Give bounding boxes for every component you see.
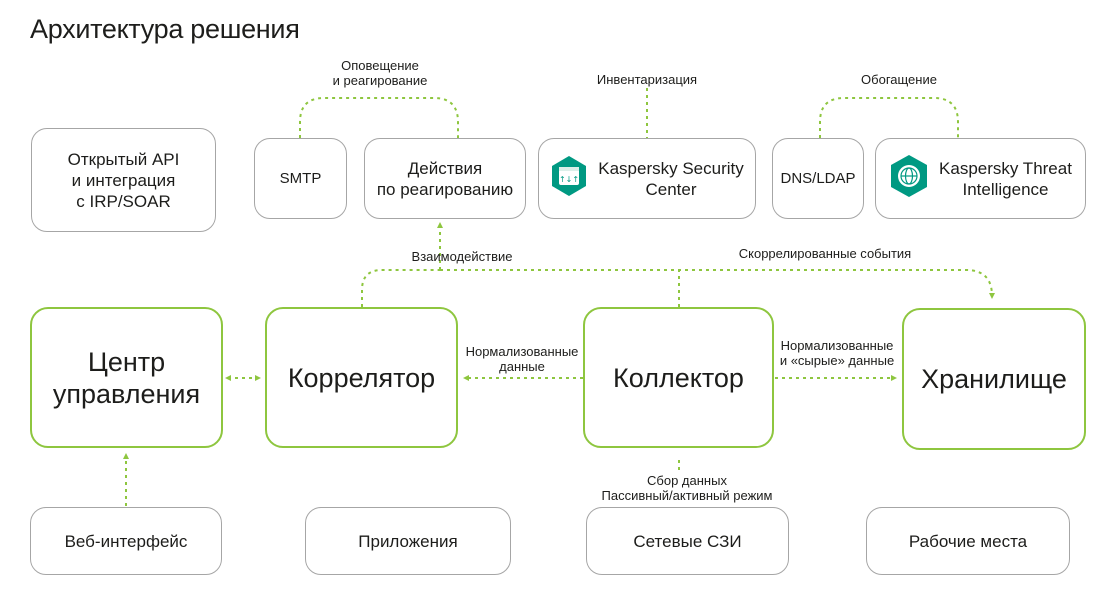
correlated-events-label: Скоррелированные события xyxy=(738,246,912,261)
data-collection-label: Сбор данных Пассивный/активный режим xyxy=(601,473,773,503)
inventory-label: Инвентаризация xyxy=(596,72,698,87)
web-interface-box: Веб-интерфейс xyxy=(30,507,222,575)
storage-box: Хранилище xyxy=(902,308,1086,450)
collector-box: Коллектор xyxy=(583,307,774,448)
notification-label: Оповещение и реагирование xyxy=(332,58,428,88)
workstations-box: Рабочие места xyxy=(866,507,1070,575)
enrichment-label: Обогащение xyxy=(861,72,937,87)
page-title: Архитектура решения xyxy=(30,14,300,44)
kti-box: Kaspersky Threat Intelligence xyxy=(875,138,1086,219)
smtp-box: SMTP xyxy=(254,138,347,219)
ksc-shield-icon: ↑↓↑ xyxy=(550,155,588,202)
ksc-box: ↑↓↑ Kaspersky Security Center xyxy=(538,138,756,219)
svg-text:↑↓↑: ↑↓↑ xyxy=(559,175,579,184)
applications-box: Приложения xyxy=(305,507,511,575)
normalized-label: Нормализованные данные xyxy=(465,344,579,374)
normalized-raw-label: Нормализованные и «сырые» данные xyxy=(779,338,895,368)
correlator-box: Коррелятор xyxy=(265,307,458,448)
response-actions-box: Действия по реагированию xyxy=(364,138,526,219)
kti-label: Kaspersky Threat Intelligence xyxy=(939,158,1072,199)
control-center-box: Центр управления xyxy=(30,307,223,448)
open-api-box: Открытый API и интеграция с IRP/SOAR xyxy=(31,128,216,232)
network-security-box: Сетевые СЗИ xyxy=(586,507,789,575)
ksc-label: Kaspersky Security Center xyxy=(598,158,744,199)
kti-globe-icon xyxy=(889,154,929,203)
dns-ldap-box: DNS/LDAP xyxy=(772,138,864,219)
interaction-label: Взаимодействие xyxy=(411,249,513,264)
